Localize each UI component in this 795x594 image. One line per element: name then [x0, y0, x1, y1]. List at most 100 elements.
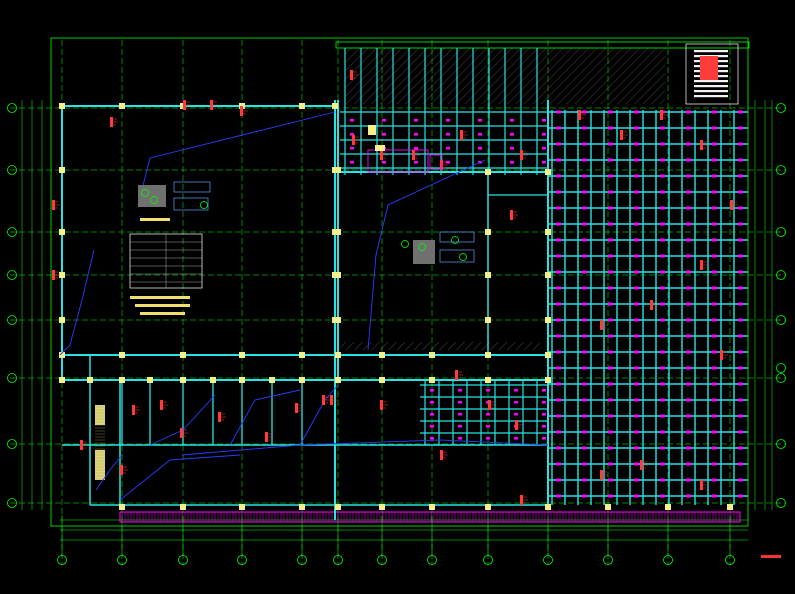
drawing-frame [50, 37, 749, 527]
rebar-mark [582, 478, 587, 482]
rebar-mark [582, 238, 587, 242]
leader-line [229, 389, 301, 446]
rebar-mark [738, 318, 743, 322]
column-layout [59, 103, 733, 510]
rebar-mark [486, 389, 490, 392]
detail-callout-box [173, 197, 209, 211]
column-pad [335, 272, 341, 278]
rebar-mark [738, 238, 743, 242]
rebar-mark [556, 414, 561, 418]
rebar-mark [510, 119, 514, 122]
hatch-areas [119, 48, 741, 523]
circled-marker [459, 253, 467, 261]
rebar-mark [382, 133, 386, 136]
detail-block-grey [413, 240, 435, 264]
rebar-mark [556, 174, 561, 178]
beam-layout [61, 48, 748, 520]
rebar-mark [686, 350, 691, 354]
rebar-mark [712, 446, 717, 450]
leader-line [367, 159, 486, 351]
column-pad [59, 103, 65, 109]
rebar-mark [738, 174, 743, 178]
column-pad [429, 504, 435, 510]
rebar-mark [686, 366, 691, 370]
annotation-tag [350, 70, 353, 80]
rebar-mark [634, 318, 639, 322]
rebar-mark [738, 286, 743, 290]
column-pad [269, 377, 275, 383]
rebar-mark [634, 190, 639, 194]
rebar-mark [686, 110, 691, 114]
title-block-text [694, 85, 728, 88]
column-pad [605, 504, 611, 510]
annotation-tag [488, 400, 491, 410]
rebar-mark [712, 350, 717, 354]
column-pad [485, 272, 491, 278]
axis-bubble-right [776, 227, 786, 237]
rebar-mark [608, 222, 613, 226]
rebar-mark [582, 334, 587, 338]
rebar-mark [738, 478, 743, 482]
axis-bubble-right [776, 165, 786, 175]
rebar-mark [712, 126, 717, 130]
rebar-mark [556, 302, 561, 306]
rebar-mark [712, 462, 717, 466]
annotation-tag [640, 460, 643, 470]
rebar-mark [556, 430, 561, 434]
title-block [685, 43, 739, 105]
column-pad [379, 504, 385, 510]
rebar-mark [556, 126, 561, 130]
annotation-tag [600, 470, 603, 480]
rebar-mark [634, 478, 639, 482]
rebar-mark [478, 147, 482, 150]
annotation-tag [520, 495, 523, 505]
rebar-mark [738, 302, 743, 306]
rebar-mark [738, 142, 743, 146]
rebar-mark [582, 190, 587, 194]
rebar-mark [414, 147, 418, 150]
leader-line [299, 384, 339, 446]
detail-callout-box [173, 181, 211, 193]
top-dimension-band [335, 41, 750, 49]
annotation-tag [322, 395, 325, 405]
axis-bubble-left [7, 270, 17, 280]
rebar-mark [686, 446, 691, 450]
column-pad [545, 272, 551, 278]
column-pad [545, 229, 551, 235]
rebar-mark [458, 401, 462, 404]
rebar-mark [634, 430, 639, 434]
annotation-tag [510, 210, 513, 220]
rebar-mark [542, 389, 546, 392]
rebar-mark [660, 334, 665, 338]
rebar-mark [712, 254, 717, 258]
rebar-mark [608, 238, 613, 242]
column-pad [59, 272, 65, 278]
rebar-mark [660, 318, 665, 322]
rebar-mark [660, 158, 665, 162]
rebar-mark [542, 425, 546, 428]
rebar-mark [414, 119, 418, 122]
annotation-tag [515, 420, 518, 430]
column-pad [59, 317, 65, 323]
rebar-mark [660, 350, 665, 354]
rebar-mark [430, 413, 434, 416]
opening-outline [367, 149, 429, 173]
rebar-mark [634, 382, 639, 386]
rebar-mark [686, 318, 691, 322]
rebar-mark [414, 161, 418, 164]
rebar-mark [712, 334, 717, 338]
rebar-mark [608, 254, 613, 258]
rebar-mark [712, 206, 717, 210]
column-pad [485, 229, 491, 235]
rebar-mark [542, 119, 546, 122]
rebar-mark [608, 494, 613, 498]
rebar-mark [660, 302, 665, 306]
title-block-text [694, 90, 728, 93]
column-pad [59, 167, 65, 173]
detail-callout-box [439, 231, 475, 243]
rebar-mark [634, 126, 639, 130]
rebar-mark [510, 133, 514, 136]
rebar-mark [556, 366, 561, 370]
